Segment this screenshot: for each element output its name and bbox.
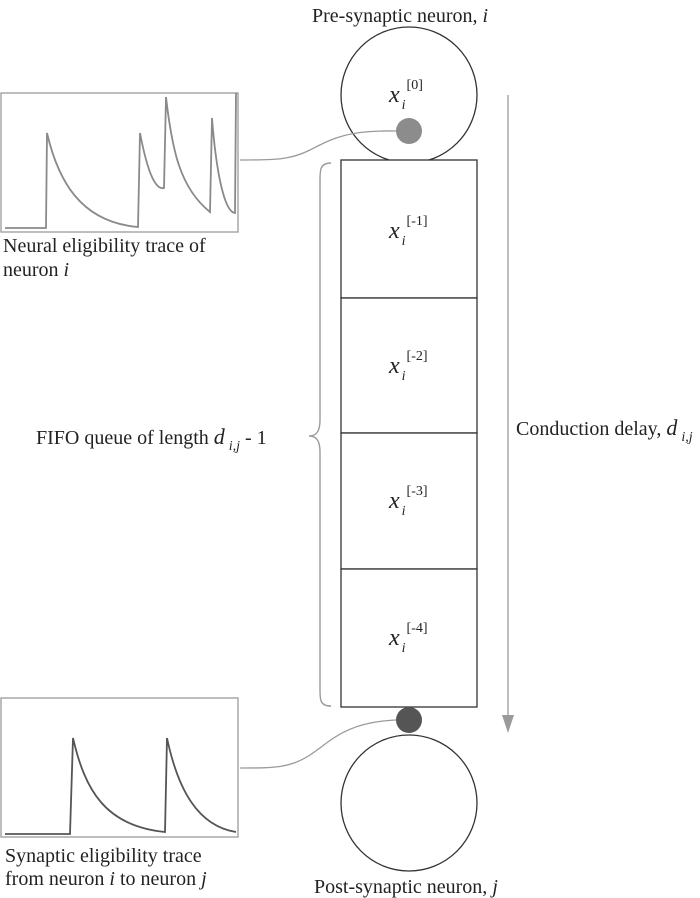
- fifo-brace: [308, 162, 332, 707]
- post-neuron-label: Post-synaptic neuron, j: [314, 876, 498, 898]
- pre-neuron-label: Pre-synaptic neuron, i: [312, 5, 488, 27]
- post-synaptic-neuron: [340, 734, 478, 872]
- neural-trace-connector: [239, 130, 397, 161]
- synaptic-trace-panel: [0, 697, 239, 838]
- queue-cell-3: [340, 432, 478, 570]
- queue-variable-3: x i [-3]: [388, 484, 428, 519]
- pre-synaptic-terminal-dot: [396, 118, 422, 144]
- fifo-queue: [340, 159, 478, 708]
- conduction-delay-label: Conduction delay, d i,j: [516, 415, 693, 445]
- synaptic-trace-connector: [239, 719, 397, 769]
- synaptic-trace-caption-line2: from neuron i to neuron j: [5, 868, 207, 890]
- queue-variable-4: x i [-4]: [388, 621, 428, 656]
- synaptic-trace-caption-line1: Synaptic eligibility trace: [5, 845, 202, 867]
- neural-trace-caption-line1: Neural eligibility trace of: [3, 235, 206, 257]
- queue-variable-1: x i [-1]: [388, 214, 428, 249]
- conduction-delay-arrow: [502, 95, 514, 733]
- neural-trace-panel: [0, 92, 239, 233]
- neural-trace-curve: [5, 92, 237, 229]
- post-synaptic-terminal-dot: [396, 707, 422, 733]
- queue-cell-2: [340, 297, 478, 434]
- queue-variable-2: x i [-2]: [388, 349, 428, 384]
- pre-neuron-variable: x i [0]: [388, 78, 423, 113]
- queue-cell-1: [340, 159, 478, 299]
- neural-trace-caption-line2: neuron i: [3, 259, 69, 281]
- queue-cell-4: [340, 568, 478, 708]
- synaptic-trace-curve: [5, 737, 237, 835]
- fifo-label: FIFO queue of length d i,j - 1: [36, 424, 267, 455]
